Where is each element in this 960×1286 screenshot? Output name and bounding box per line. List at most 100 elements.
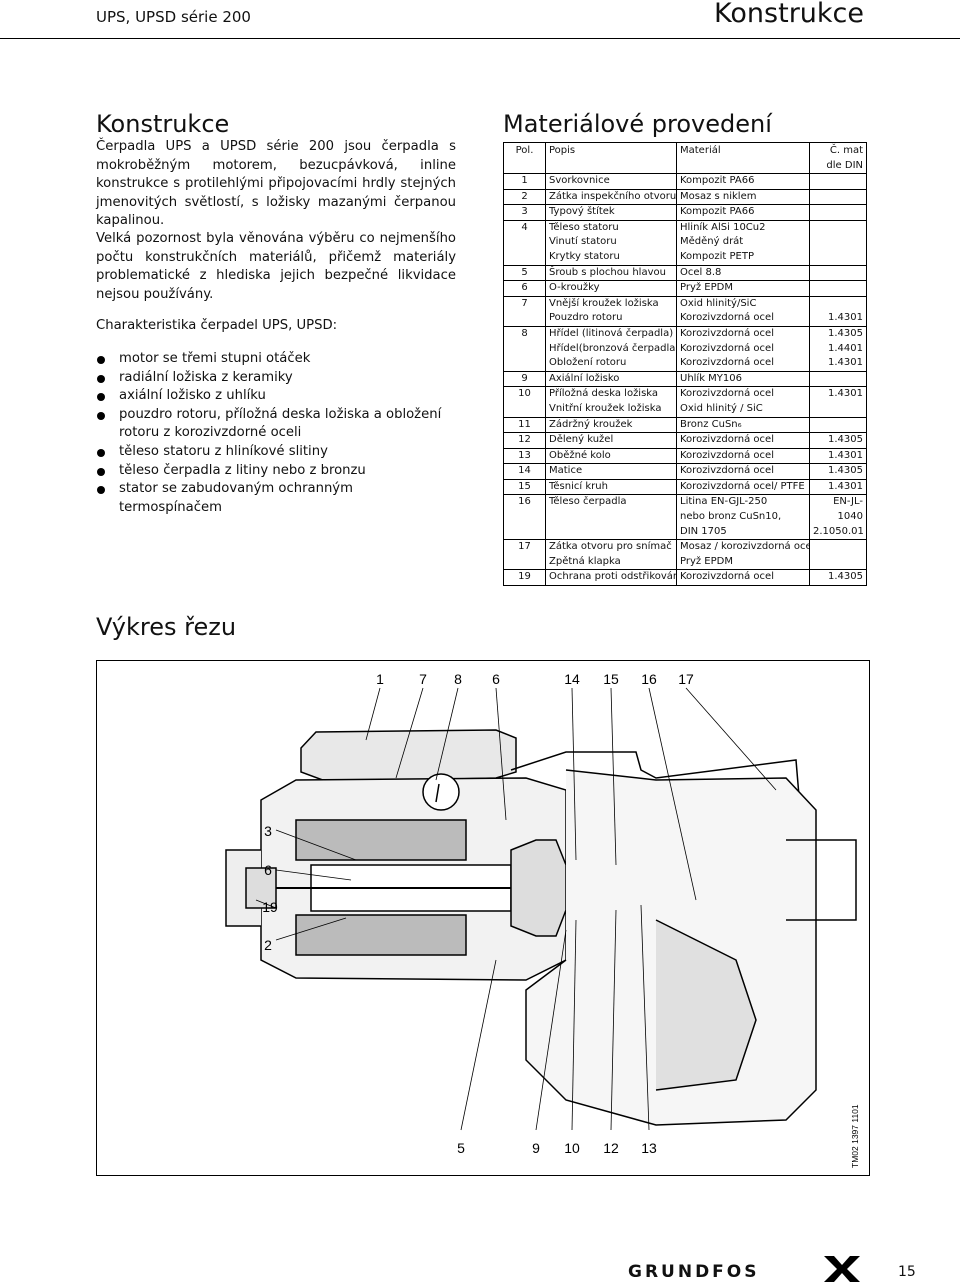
cell-pol: 3	[503, 204, 546, 221]
cell-material: Oxid hlinitý / SiC	[676, 401, 810, 417]
cell-pol	[503, 311, 546, 327]
table-row: nebo bronz CuSn10,1040	[503, 510, 867, 525]
cell-din	[809, 280, 867, 297]
cell-pol: 15	[503, 478, 546, 495]
callout-top: 8	[454, 671, 462, 687]
cell-din: 1.4301	[809, 447, 867, 464]
cell-material: Bronz CuSn₆	[676, 416, 810, 433]
cell-pol	[503, 341, 546, 357]
cell-pol	[503, 510, 546, 525]
drawing-code: TM02 1397 1101	[850, 1104, 860, 1168]
cell-popis: Pouzdro rotoru	[545, 311, 677, 327]
callout-left: 19	[262, 899, 278, 915]
cell-material: Korozivzdorná ocel	[676, 325, 810, 342]
cell-material: Kompozit PA66	[676, 204, 810, 221]
cell-din: 1.4301	[809, 386, 867, 402]
cell-popis: Matice	[545, 463, 677, 480]
cell-popis: Zádržný kroužek	[545, 416, 677, 433]
cell-popis: Axiální ložisko	[545, 370, 677, 387]
cell-popis: Oběžné kolo	[545, 447, 677, 464]
cell-din: 1.4301	[809, 356, 867, 372]
cell-din: 1.4301	[809, 478, 867, 495]
cell-din	[809, 173, 867, 190]
cell-pol: 5	[503, 264, 546, 281]
paragraph-materials: Velká pozornost byla věnována výběru co …	[96, 231, 456, 302]
callout-top: 16	[641, 671, 657, 687]
cell-material: Uhlík MY106	[676, 370, 810, 387]
callout-top: 17	[678, 671, 694, 687]
cell-popis: Vnitřní kroužek ložiska	[545, 401, 677, 417]
callout-bottom: 13	[641, 1140, 657, 1156]
cell-pol: 8	[503, 325, 546, 342]
table-row: Hřídel(bronzová čerpadla)Korozivzdorná o…	[503, 341, 867, 357]
cell-material: Korozivzdorná ocel	[676, 447, 810, 464]
callout-bottom: 9	[532, 1140, 540, 1156]
cell-material: Mosaz / korozivzdorná ocel	[676, 539, 810, 555]
cell-din	[809, 219, 867, 236]
cell-popis: Těsnicí kruh	[545, 478, 677, 495]
cell-popis: Ochrana proti odstřikování	[545, 569, 677, 587]
cell-din: EN-JL-	[809, 494, 867, 511]
cell-pol	[503, 235, 546, 250]
col-header-popis: Popis	[545, 142, 677, 174]
cell-popis: Zpětná klapka	[545, 554, 677, 570]
grundfos-x-icon	[824, 1256, 860, 1282]
cell-pol: 12	[503, 432, 546, 449]
cell-din	[809, 295, 867, 312]
cell-pol: 13	[503, 447, 546, 464]
table-header-row: Pol. Popis Materiál Č. mat dle DIN	[503, 142, 867, 174]
cell-popis: Šroub s plochou hlavou	[545, 264, 677, 281]
cell-popis: Hřídel (litinová čerpadla)	[545, 325, 677, 342]
cell-din	[809, 416, 867, 433]
cell-material: Kompozit PETP	[676, 249, 810, 266]
cell-popis: Vnější kroužek ložiska	[545, 295, 677, 312]
callout-left: 3	[264, 823, 272, 839]
cell-din	[809, 539, 867, 555]
cell-material: Korozivzdorná ocel	[676, 463, 810, 480]
cell-popis: Těleso statoru	[545, 219, 677, 236]
cell-popis: Hřídel(bronzová čerpadla)	[545, 341, 677, 357]
paragraph-intro: Čerpadla UPS a UPSD série 200 jsou čerpa…	[96, 139, 456, 229]
feature-item: stator se zabudovaným ochranným termospí…	[96, 480, 456, 517]
cell-material: Korozivzdorná ocel	[676, 432, 810, 449]
cell-pol: 16	[503, 494, 546, 511]
cross-section-drawing: 1 7 8 6 14 15 16 17 3 6 19 2 5 9 10 12 1…	[96, 660, 870, 1176]
col-header-din: Č. mat dle DIN	[809, 142, 867, 174]
feature-item: axiální ložisko z uhlíku	[96, 387, 456, 406]
cell-material: Korozivzdorná ocel/ PTFE	[676, 478, 810, 495]
cell-din	[809, 249, 867, 266]
cell-popis: Typový štítek	[545, 204, 677, 221]
cell-popis: Zátka otvoru pro snímač	[545, 539, 677, 555]
callout-bottom: 10	[564, 1140, 580, 1156]
cell-pol	[503, 249, 546, 266]
callout-bottom: 12	[603, 1140, 619, 1156]
cell-pol: 10	[503, 386, 546, 402]
cell-material: Korozivzdorná ocel	[676, 569, 810, 587]
cell-material: Korozivzdorná ocel	[676, 356, 810, 372]
cell-pol: 6	[503, 280, 546, 297]
feature-item: těleso statoru z hliníkové slitiny	[96, 443, 456, 462]
section-title-konstrukce: Konstrukce	[96, 110, 230, 138]
callout-left: 2	[264, 937, 272, 953]
cell-popis: Obložení rotoru	[545, 356, 677, 372]
cell-material: Hliník AlSi 10Cu2	[676, 219, 810, 236]
cell-din	[809, 204, 867, 221]
cell-din: 1.4401	[809, 341, 867, 357]
cell-popis	[545, 524, 677, 540]
header-doc-title: UPS, UPSD série 200	[96, 8, 251, 26]
